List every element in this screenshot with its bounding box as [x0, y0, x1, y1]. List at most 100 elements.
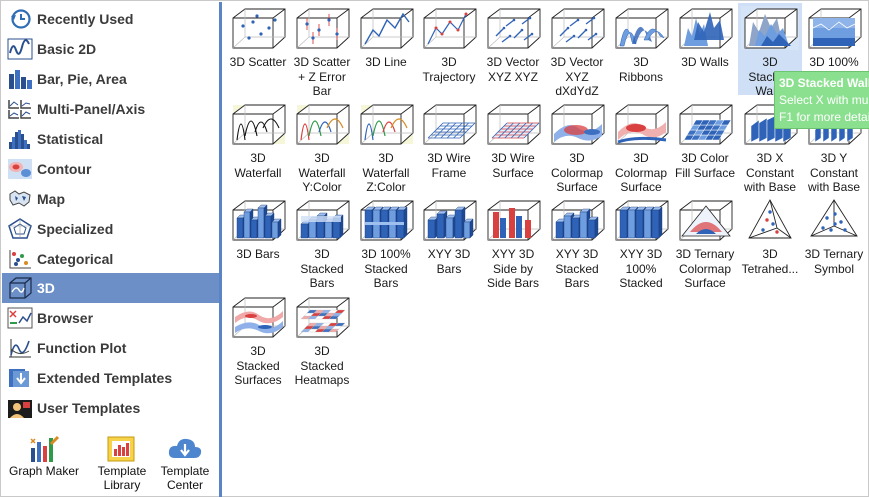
- sidebar-item-basic-2d[interactable]: Basic 2D: [2, 34, 219, 64]
- template-tile-3d-vector-xyz-xyz[interactable]: 3D Vector XYZ XYZ: [481, 3, 545, 84]
- sidebar-item-label: 3D: [37, 280, 55, 296]
- template-center-button[interactable]: Template Center: [154, 430, 216, 492]
- sidebar-item-3d[interactable]: 3D: [2, 273, 219, 303]
- template-tile-3d-tetrahed[interactable]: 3D Tetrahed...: [738, 195, 802, 276]
- template-tile-3d-stacked-surfaces[interactable]: 3D Stacked Surfaces: [226, 292, 290, 388]
- thumbnail-vector-icon: [548, 6, 606, 50]
- function-icon: [7, 336, 33, 360]
- sidebar-item-contour[interactable]: Contour: [2, 154, 219, 184]
- template-tile-3d-trajectory[interactable]: 3D Trajectory: [417, 3, 481, 84]
- template-tile-3d-ribbons[interactable]: 3D Ribbons: [609, 3, 673, 84]
- thumbnail-xyy100-icon: [612, 198, 670, 242]
- sidebar-item-label: User Templates: [37, 400, 141, 416]
- thumbnail-walls-icon: [676, 6, 734, 50]
- sidebar-item-multi-panel-axis[interactable]: Multi-Panel/Axis: [2, 94, 219, 124]
- template-tile-3d-stacked-bars[interactable]: 3D Stacked Bars: [290, 195, 354, 291]
- template-tile-3d-stacked-walls[interactable]: 3D Stacked Walls: [738, 3, 802, 99]
- sidebar-item-categorical[interactable]: Categorical: [2, 244, 219, 274]
- cube-icon: [7, 276, 33, 300]
- sidebar-item-map[interactable]: Map: [2, 184, 219, 214]
- browser-icon: [7, 306, 33, 330]
- graph-maker-button[interactable]: Graph Maker: [6, 430, 82, 478]
- template-label: 3D Vector XYZ XYZ: [486, 55, 540, 84]
- clock-icon: [7, 7, 33, 31]
- template-label: 3D Waterfall Z:Color: [362, 151, 410, 194]
- template-tile-3d-colormap-surface[interactable]: 3D Colormap Surface: [609, 99, 673, 195]
- template-tile-xyy-3d-side-by-side-bars[interactable]: XYY 3D Side by Side Bars: [481, 195, 545, 291]
- template-tile-3d-scatter[interactable]: 3D Scatter: [226, 3, 290, 70]
- template-tile-3d-vector-xyz-dxdydz[interactable]: 3D Vector XYZ dXdYdZ: [545, 3, 609, 99]
- template-tile-xyy-3d-100-stacked[interactable]: XYY 3D 100% Stacked: [609, 195, 673, 291]
- sidebar-item-statistical[interactable]: Statistical: [2, 124, 219, 154]
- template-tile-3d-waterfall[interactable]: 3D Waterfall: [226, 99, 290, 180]
- sidebar-item-recently-used[interactable]: Recently Used: [2, 4, 219, 34]
- tooltip-line-1: Select X with multi: [779, 93, 869, 107]
- tool-label: Template Library: [97, 464, 147, 492]
- sidebar-item-extended-templates[interactable]: Extended Templates: [2, 363, 219, 393]
- template-tile-3d-wire-frame[interactable]: 3D Wire Frame: [417, 99, 481, 180]
- tool-label: Graph Maker: [8, 464, 80, 478]
- template-tile-3d-100-stacked-bars[interactable]: 3D 100% Stacked Bars: [354, 195, 418, 291]
- thumbnail-waterfall-icon: [229, 102, 287, 146]
- template-tile-3d-bars[interactable]: 3D Bars: [226, 195, 290, 262]
- sidebar-item-label: Browser: [37, 310, 94, 326]
- template-label: 3D Color Fill Surface: [674, 151, 736, 180]
- template-library-button[interactable]: Template Library: [86, 430, 158, 492]
- multi-panel-icon: [7, 97, 33, 121]
- sidebar-item-browser[interactable]: Browser: [2, 303, 219, 333]
- sidebar-item-label: Basic 2D: [37, 41, 97, 57]
- thumbnail-stackedsurf-icon: [229, 295, 287, 339]
- thumbnail-ribbons-icon: [612, 6, 670, 50]
- template-label: 3D X Constant with Base: [743, 151, 797, 194]
- sidebar-divider[interactable]: [219, 2, 222, 497]
- thumbnail-colormap2-icon: [612, 102, 670, 146]
- sidebar-item-function-plot[interactable]: Function Plot: [2, 333, 219, 363]
- thumbnail-ternary-icon: [676, 198, 734, 242]
- template-tile-3d-colormap-surface[interactable]: 3D Colormap Surface: [545, 99, 609, 195]
- sidebar-item-label: Bar, Pie, Area: [37, 71, 127, 87]
- thumbnail-wiresurface-icon: [484, 102, 542, 146]
- template-tile-xyy-3d-bars[interactable]: XYY 3D Bars: [417, 195, 481, 276]
- template-label: 3D Wire Surface: [491, 151, 535, 180]
- histogram-icon: [7, 127, 33, 151]
- template-tile-xyy-3d-stacked-bars[interactable]: XYY 3D Stacked Bars: [545, 195, 609, 291]
- template-tile-3d-ternary-colormap-surface[interactable]: 3D Ternary Colormap Surface: [673, 195, 737, 291]
- template-tile-3d-waterfall-z-color[interactable]: 3D Waterfall Z:Color: [354, 99, 418, 195]
- template-tile-3d-walls[interactable]: 3D Walls: [673, 3, 737, 70]
- template-tile-3d-stacked-heatmaps[interactable]: 3D Stacked Heatmaps: [290, 292, 354, 388]
- thumbnail-wireframe-icon: [420, 102, 478, 146]
- sidebar-item-user-templates[interactable]: User Templates: [2, 393, 219, 423]
- template-tile-3d-ternary-symbol[interactable]: 3D Ternary Symbol: [802, 195, 866, 276]
- template-tile-3d-wire-surface[interactable]: 3D Wire Surface: [481, 99, 545, 180]
- template-label: 3D Stacked Bars: [300, 247, 344, 290]
- graph-maker-icon: [6, 430, 82, 464]
- polar-icon: [7, 217, 33, 241]
- sidebar-item-label: Categorical: [37, 251, 114, 267]
- tooltip-title: 3D Stacked Walls: [779, 76, 869, 90]
- thumbnail-bars-icon: [229, 198, 287, 242]
- thumbnail-waterfall-z-icon: [357, 102, 415, 146]
- thumbnail-bars100-icon: [357, 198, 415, 242]
- template-label: 3D Ternary Symbol: [804, 247, 864, 276]
- sidebar-item-label: Statistical: [37, 131, 104, 147]
- sidebar-tools: Graph Maker Template Library Template Cent…: [2, 430, 219, 496]
- template-label: 3D Tetrahed...: [741, 247, 799, 276]
- thumbnail-colormap-icon: [548, 102, 606, 146]
- thumbnail-tetra-icon: [741, 198, 799, 242]
- template-label: XYY 3D Bars: [427, 247, 471, 276]
- thumbnail-sidebars-icon: [484, 198, 542, 242]
- template-tile-3d-line[interactable]: 3D Line: [354, 3, 418, 70]
- tool-label: Template Center: [160, 464, 210, 492]
- template-tile-3d-waterfall-y-color[interactable]: 3D Waterfall Y:Color: [290, 99, 354, 195]
- sidebar-item-bar-pie-area[interactable]: Bar, Pie, Area: [2, 64, 219, 94]
- sidebar-item-label: Specialized: [37, 221, 114, 237]
- template-tile-3d-color-fill-surface[interactable]: 3D Color Fill Surface: [673, 99, 737, 180]
- template-tile-3d-scatter-z-error-bar[interactable]: 3D Scatter + Z Error Bar: [290, 3, 354, 99]
- template-label: 3D Colormap Surface: [550, 151, 604, 194]
- contour-icon: [7, 157, 33, 181]
- template-label: 3D Stacked Heatmaps: [294, 344, 350, 387]
- thumbnail-vector-icon: [484, 6, 542, 50]
- bar-chart-icon: [7, 67, 33, 91]
- sidebar-item-specialized[interactable]: Specialized: [2, 214, 219, 244]
